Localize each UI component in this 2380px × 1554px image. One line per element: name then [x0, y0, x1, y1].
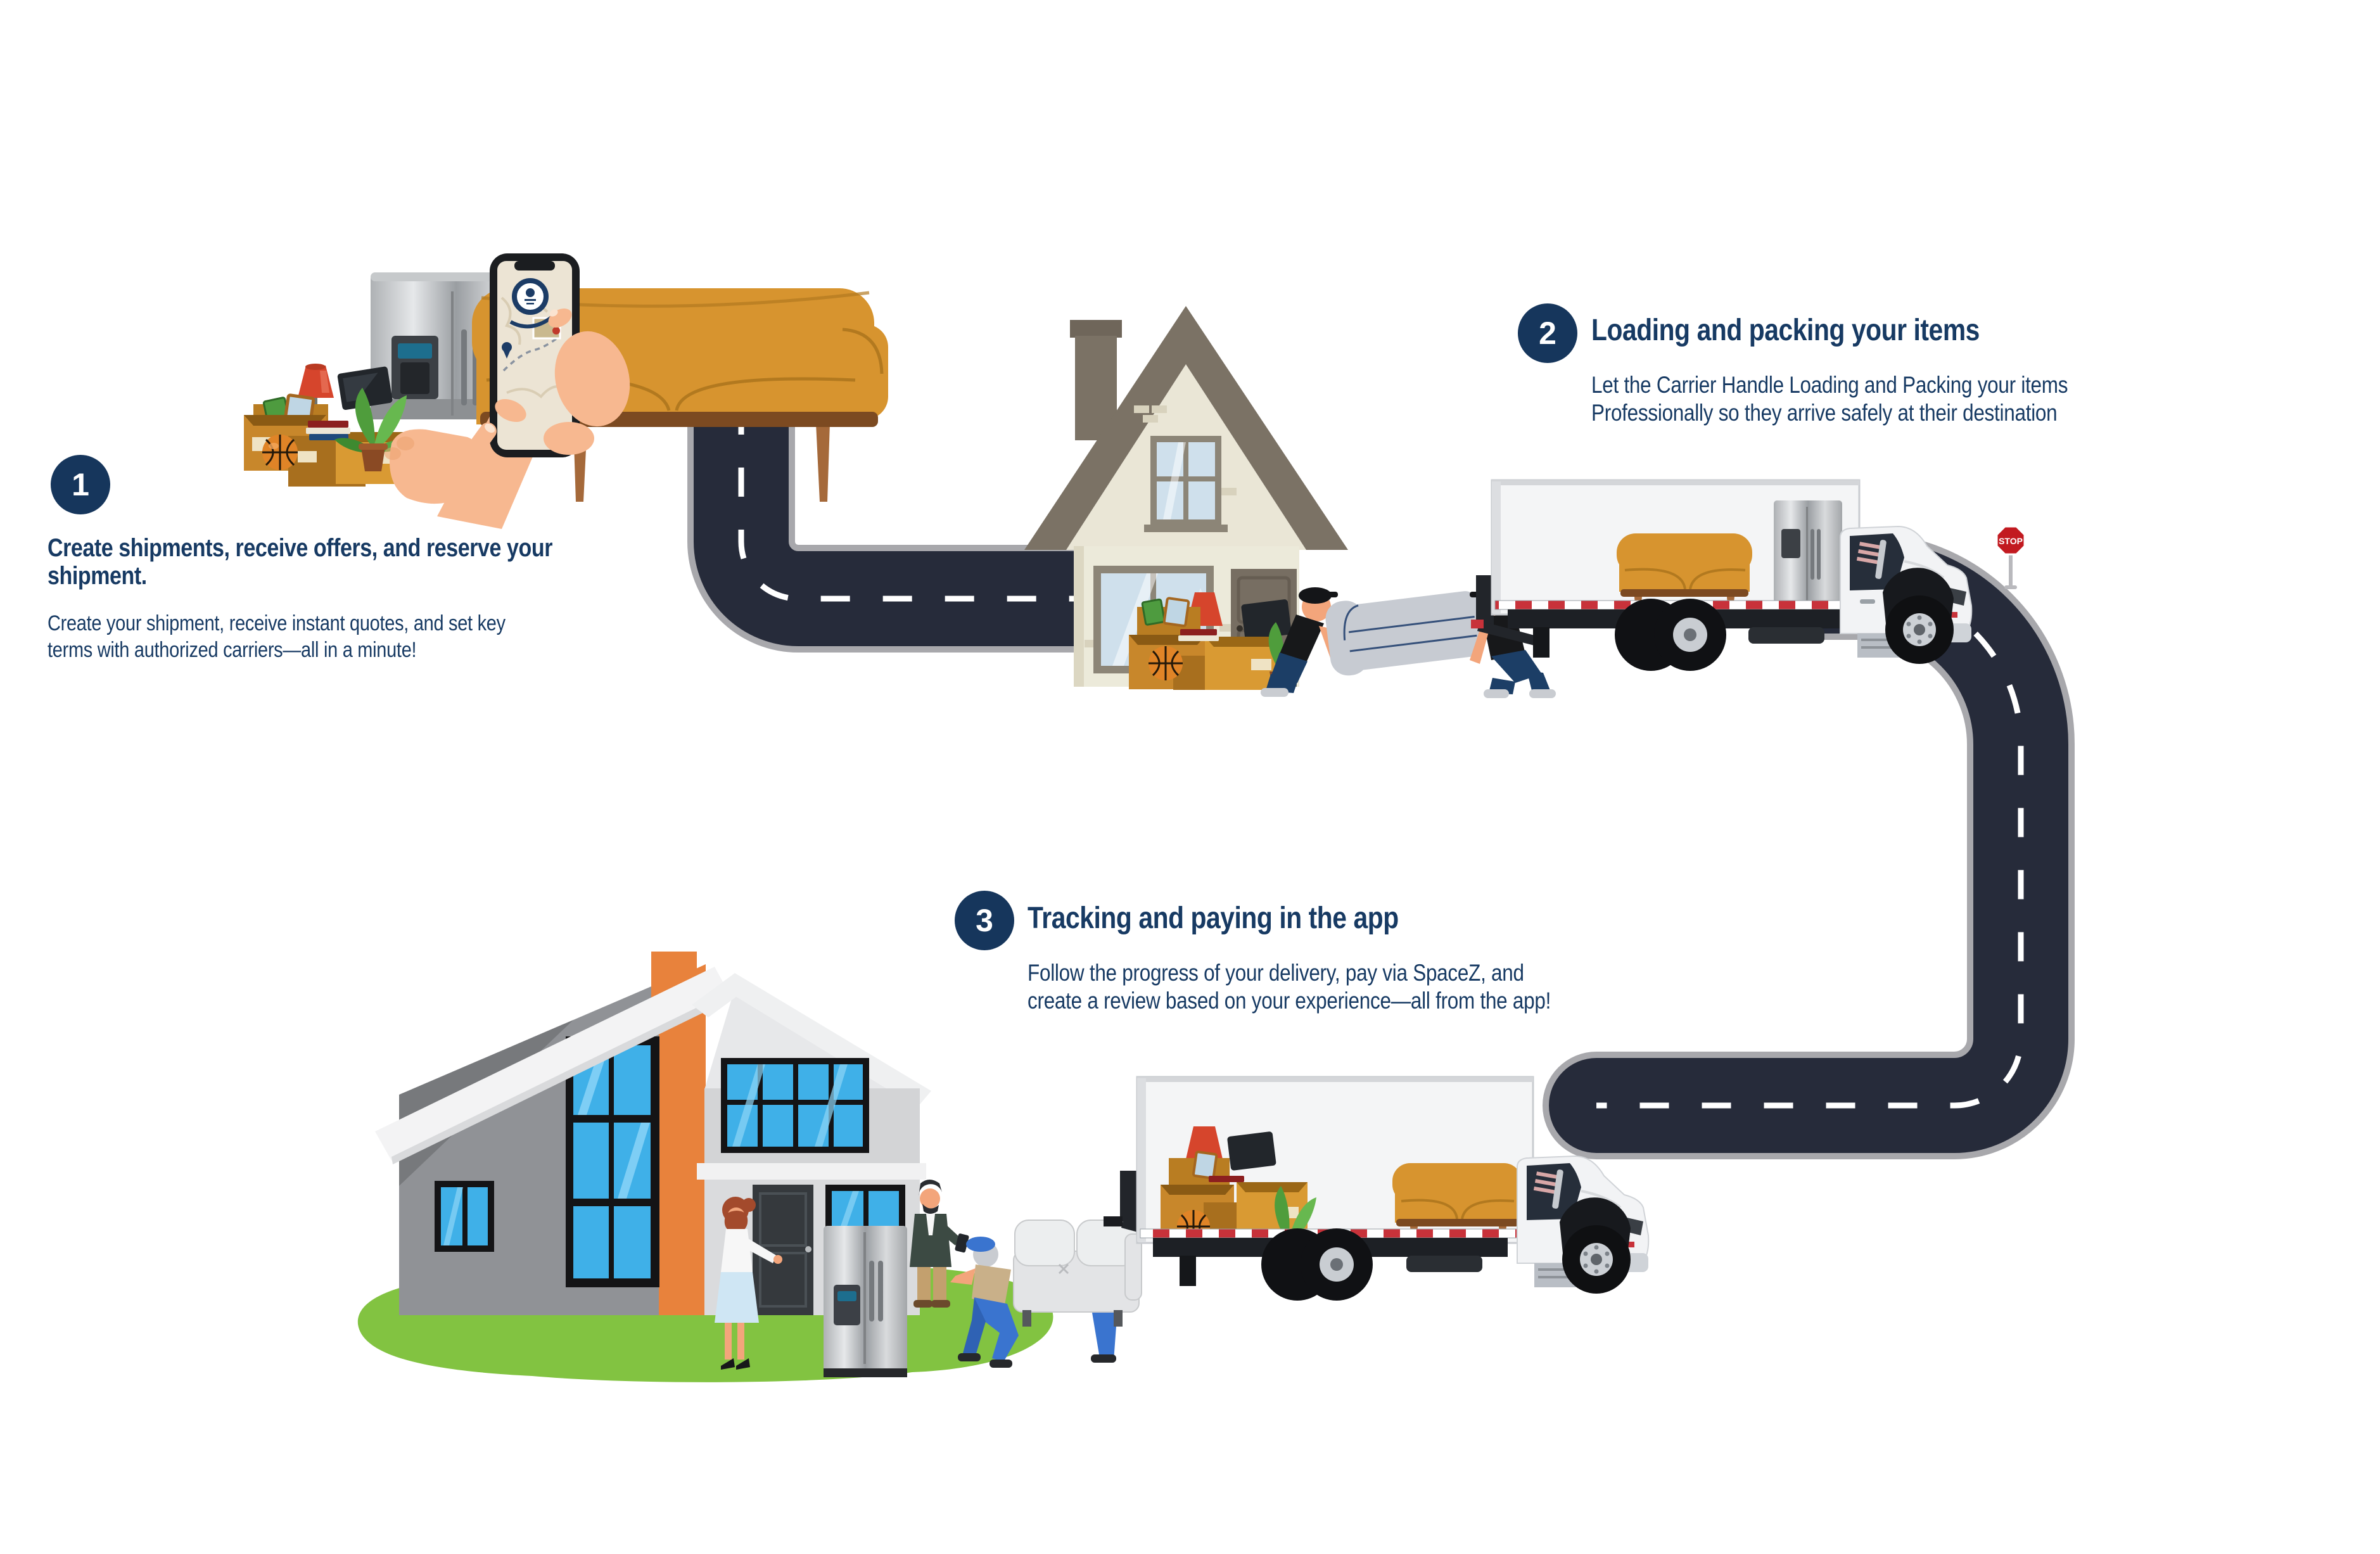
cargo-couch: [1617, 533, 1752, 613]
plant-icon: [334, 388, 410, 471]
delivered-fridge: [824, 1226, 907, 1377]
left-roof: [375, 967, 730, 1161]
mover-with-fridge: [950, 1237, 1019, 1368]
pointing-hand: [385, 422, 497, 504]
stop-sign: STOP: [1995, 525, 2026, 589]
tv-icon: [337, 366, 393, 411]
books-icon: [306, 421, 350, 440]
lift-gate: [1471, 575, 1539, 646]
chimney-icon: [1070, 320, 1122, 338]
fascia-band: [697, 1163, 926, 1180]
step-2-description: Let the Carrier Handle Loading and Packi…: [1591, 372, 2068, 426]
tv-icon: [1241, 599, 1292, 640]
mirror-icon: [1552, 1169, 1563, 1209]
delivery-truck: [1104, 1076, 1650, 1301]
truck-cab: [1840, 525, 1973, 664]
holding-hand: [554, 331, 630, 427]
woman-figure: [715, 1197, 782, 1370]
step-1-number-badge: 1: [51, 455, 110, 514]
step-2-number-badge: 2: [1518, 303, 1577, 363]
step-3-number-badge: 3: [955, 891, 1014, 950]
loading-truck: [1471, 479, 1973, 671]
step-3-title: Tracking and paying in the app: [1028, 901, 1399, 935]
mover-left: [1261, 587, 1343, 697]
left-small-window: [435, 1181, 494, 1252]
truck-cab: [1517, 1155, 1650, 1294]
step-number: 2: [1539, 315, 1556, 351]
orange-accent-panel: [659, 964, 706, 1315]
man-with-phone: [910, 1180, 969, 1308]
smartphone-in-hand: [437, 253, 630, 529]
right-roof: [729, 973, 931, 1107]
upper-window-row: [721, 1058, 869, 1153]
mirror-icon: [1875, 540, 1887, 579]
step-3-description: Follow the progress of your delivery, pa…: [1028, 960, 1551, 1014]
logo-swoosh: [509, 315, 554, 329]
road-dash-line: [738, 405, 1238, 602]
stop-sign-label: STOP: [1999, 536, 2023, 546]
basketball-icon: [1149, 646, 1183, 680]
step-2-title: Loading and packing your items: [1591, 314, 1980, 347]
gray-couch: [1325, 591, 1483, 676]
roof: [1024, 306, 1348, 550]
step-number: 3: [976, 903, 993, 938]
route-line: [502, 334, 561, 372]
books-icon: [1178, 629, 1219, 641]
upper-window: [1144, 436, 1228, 532]
step-1-title: Create shipments, receive offers, and re…: [48, 534, 553, 590]
cargo-fridge: [1774, 500, 1842, 609]
step-1-description: Create your shipment, receive instant qu…: [48, 611, 506, 662]
basketball-icon: [262, 435, 298, 470]
step-number: 1: [72, 467, 89, 502]
white-couch-carry: [1013, 1220, 1142, 1363]
destination-house-scene: [357, 952, 1142, 1382]
stop-sign-octagon: [1995, 525, 2026, 556]
step1-illustration: [244, 253, 888, 529]
tall-window: [566, 1036, 659, 1287]
